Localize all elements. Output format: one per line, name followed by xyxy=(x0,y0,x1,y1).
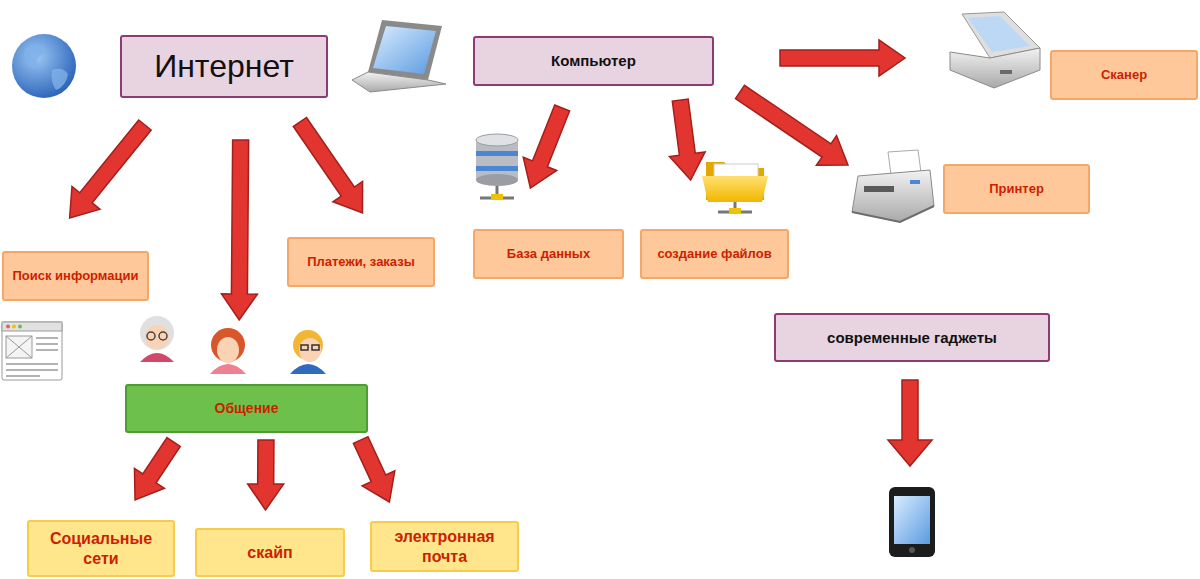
block-arrow xyxy=(736,85,848,165)
block-arrow xyxy=(523,105,569,188)
communication-box: Общение xyxy=(125,384,368,433)
node-label: Платежи, заказы xyxy=(307,254,415,270)
use-box: создание файлов xyxy=(640,229,789,279)
channel-box: Социальные сети xyxy=(27,520,175,577)
device-box: Сканер xyxy=(1050,50,1198,100)
use-box: Платежи, заказы xyxy=(287,237,435,287)
phone-icon xyxy=(889,487,935,557)
block-arrow xyxy=(293,117,362,213)
block-arrow xyxy=(70,120,152,218)
node-label: электронная почта xyxy=(384,527,505,565)
node-label: Социальные сети xyxy=(41,529,161,567)
node-label: База данных xyxy=(507,246,590,262)
block-arrow xyxy=(248,440,284,510)
use-box: Поиск информации xyxy=(2,251,149,301)
node-label: современные гаджеты xyxy=(827,329,997,347)
block-arrow xyxy=(669,99,705,180)
gadgets-box: современные гаджеты xyxy=(774,313,1050,362)
channel-box: скайп xyxy=(195,528,345,577)
node-label: Компьютер xyxy=(551,52,636,70)
block-arrow xyxy=(221,140,257,320)
block-arrow xyxy=(780,40,905,76)
laptop-icon xyxy=(352,20,446,92)
node-label: Принтер xyxy=(989,181,1044,197)
person-icon xyxy=(140,316,174,362)
node-label: Интернет xyxy=(154,47,294,85)
use-box: База данных xyxy=(473,229,624,279)
scanner-icon xyxy=(950,12,1040,88)
node-label: скайп xyxy=(247,543,292,562)
person-icon xyxy=(290,330,326,374)
node-label: Сканер xyxy=(1101,67,1147,83)
person-icon xyxy=(210,328,246,374)
channel-box: электронная почта xyxy=(370,521,519,572)
block-arrow xyxy=(134,438,180,500)
gadget-arrow xyxy=(888,380,932,466)
computer-box: Компьютер xyxy=(473,36,714,86)
webpage-icon xyxy=(2,322,62,380)
block-arrow xyxy=(353,437,394,502)
node-label: Общение xyxy=(215,400,279,417)
internet-box: Интернет xyxy=(120,35,328,98)
folder-icon xyxy=(702,162,768,214)
node-label: создание файлов xyxy=(657,246,771,262)
database-icon xyxy=(476,134,518,200)
device-box: Принтер xyxy=(943,164,1090,214)
printer-icon xyxy=(852,150,934,222)
node-label: Поиск информации xyxy=(12,268,138,284)
globe-icon xyxy=(12,34,76,98)
